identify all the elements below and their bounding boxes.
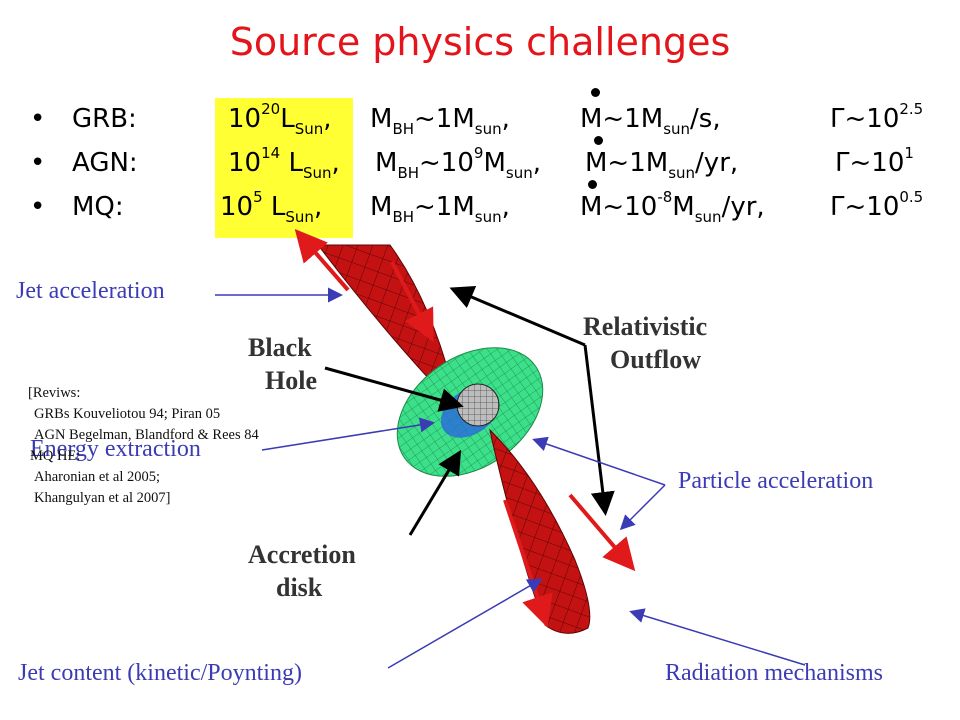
black-hole-mass: MBH~1Msun, bbox=[370, 104, 510, 138]
outflow-label: Outflow bbox=[610, 345, 701, 374]
relativistic-label: Relativistic bbox=[583, 312, 708, 341]
bullet: • bbox=[30, 104, 46, 134]
source-name: GRB: bbox=[72, 104, 137, 134]
disk-label: disk bbox=[276, 573, 323, 602]
accretion-rate: M~1Msun/s, bbox=[580, 104, 721, 138]
accretion-rate: M~10-8Msun/yr, bbox=[580, 188, 765, 226]
mdot-dot bbox=[591, 88, 600, 97]
luminosity: 105 LSun, bbox=[220, 188, 323, 226]
jet-acceleration-label: Jet acceleration bbox=[16, 278, 165, 304]
lorentz-factor: Γ~102.5 bbox=[830, 100, 924, 134]
reference-line: GRBs Kouveliotou 94; Piran 05 bbox=[34, 406, 221, 422]
reference-line: AGN Begelman, Blandford & Rees 84 bbox=[34, 427, 259, 443]
luminosity: 1020LSun, bbox=[228, 100, 332, 138]
lorentz-factor: Γ~100.5 bbox=[830, 188, 924, 222]
reference-line: MQ HE: bbox=[30, 448, 81, 464]
slide-title: Source physics challenges bbox=[229, 20, 731, 64]
reference-line: Aharonian et al 2005; bbox=[34, 469, 161, 485]
bullet: • bbox=[30, 192, 46, 222]
source-name: AGN: bbox=[72, 148, 138, 178]
references: [Reviws: GRBs Kouveliotou 94; Piran 05 A… bbox=[28, 383, 259, 509]
particle-acceleration-label: Particle acceleration bbox=[678, 468, 874, 494]
accretion-rate: M~1Msun/yr, bbox=[585, 148, 739, 182]
black-label: Black bbox=[248, 333, 312, 362]
source-name: MQ: bbox=[72, 192, 124, 222]
black-hole-mass: MBH~109Msun, bbox=[375, 144, 541, 182]
energy-extraction-label: Energy extraction bbox=[30, 436, 201, 462]
luminosity: 1014 LSun, bbox=[228, 144, 340, 182]
accretion-label: Accretion bbox=[248, 540, 356, 569]
black-hole-mass: MBH~1Msun, bbox=[370, 192, 510, 226]
black-hole bbox=[456, 383, 500, 427]
hole-label: Hole bbox=[265, 366, 317, 395]
reference-line: [Reviws: bbox=[28, 385, 81, 401]
mdot-dot bbox=[588, 180, 597, 189]
jet-content-label: Jet content (kinetic/Poynting) bbox=[18, 660, 302, 686]
upper-jet bbox=[316, 244, 453, 389]
lorentz-factor: Γ~101 bbox=[835, 144, 914, 178]
bullet: • bbox=[30, 148, 46, 178]
luminosity-highlight bbox=[215, 98, 353, 238]
radiation-mechanisms-label: Radiation mechanisms bbox=[665, 660, 883, 686]
reference-line: Khangulyan et al 2007] bbox=[34, 490, 171, 506]
mdot-dot bbox=[594, 136, 603, 145]
